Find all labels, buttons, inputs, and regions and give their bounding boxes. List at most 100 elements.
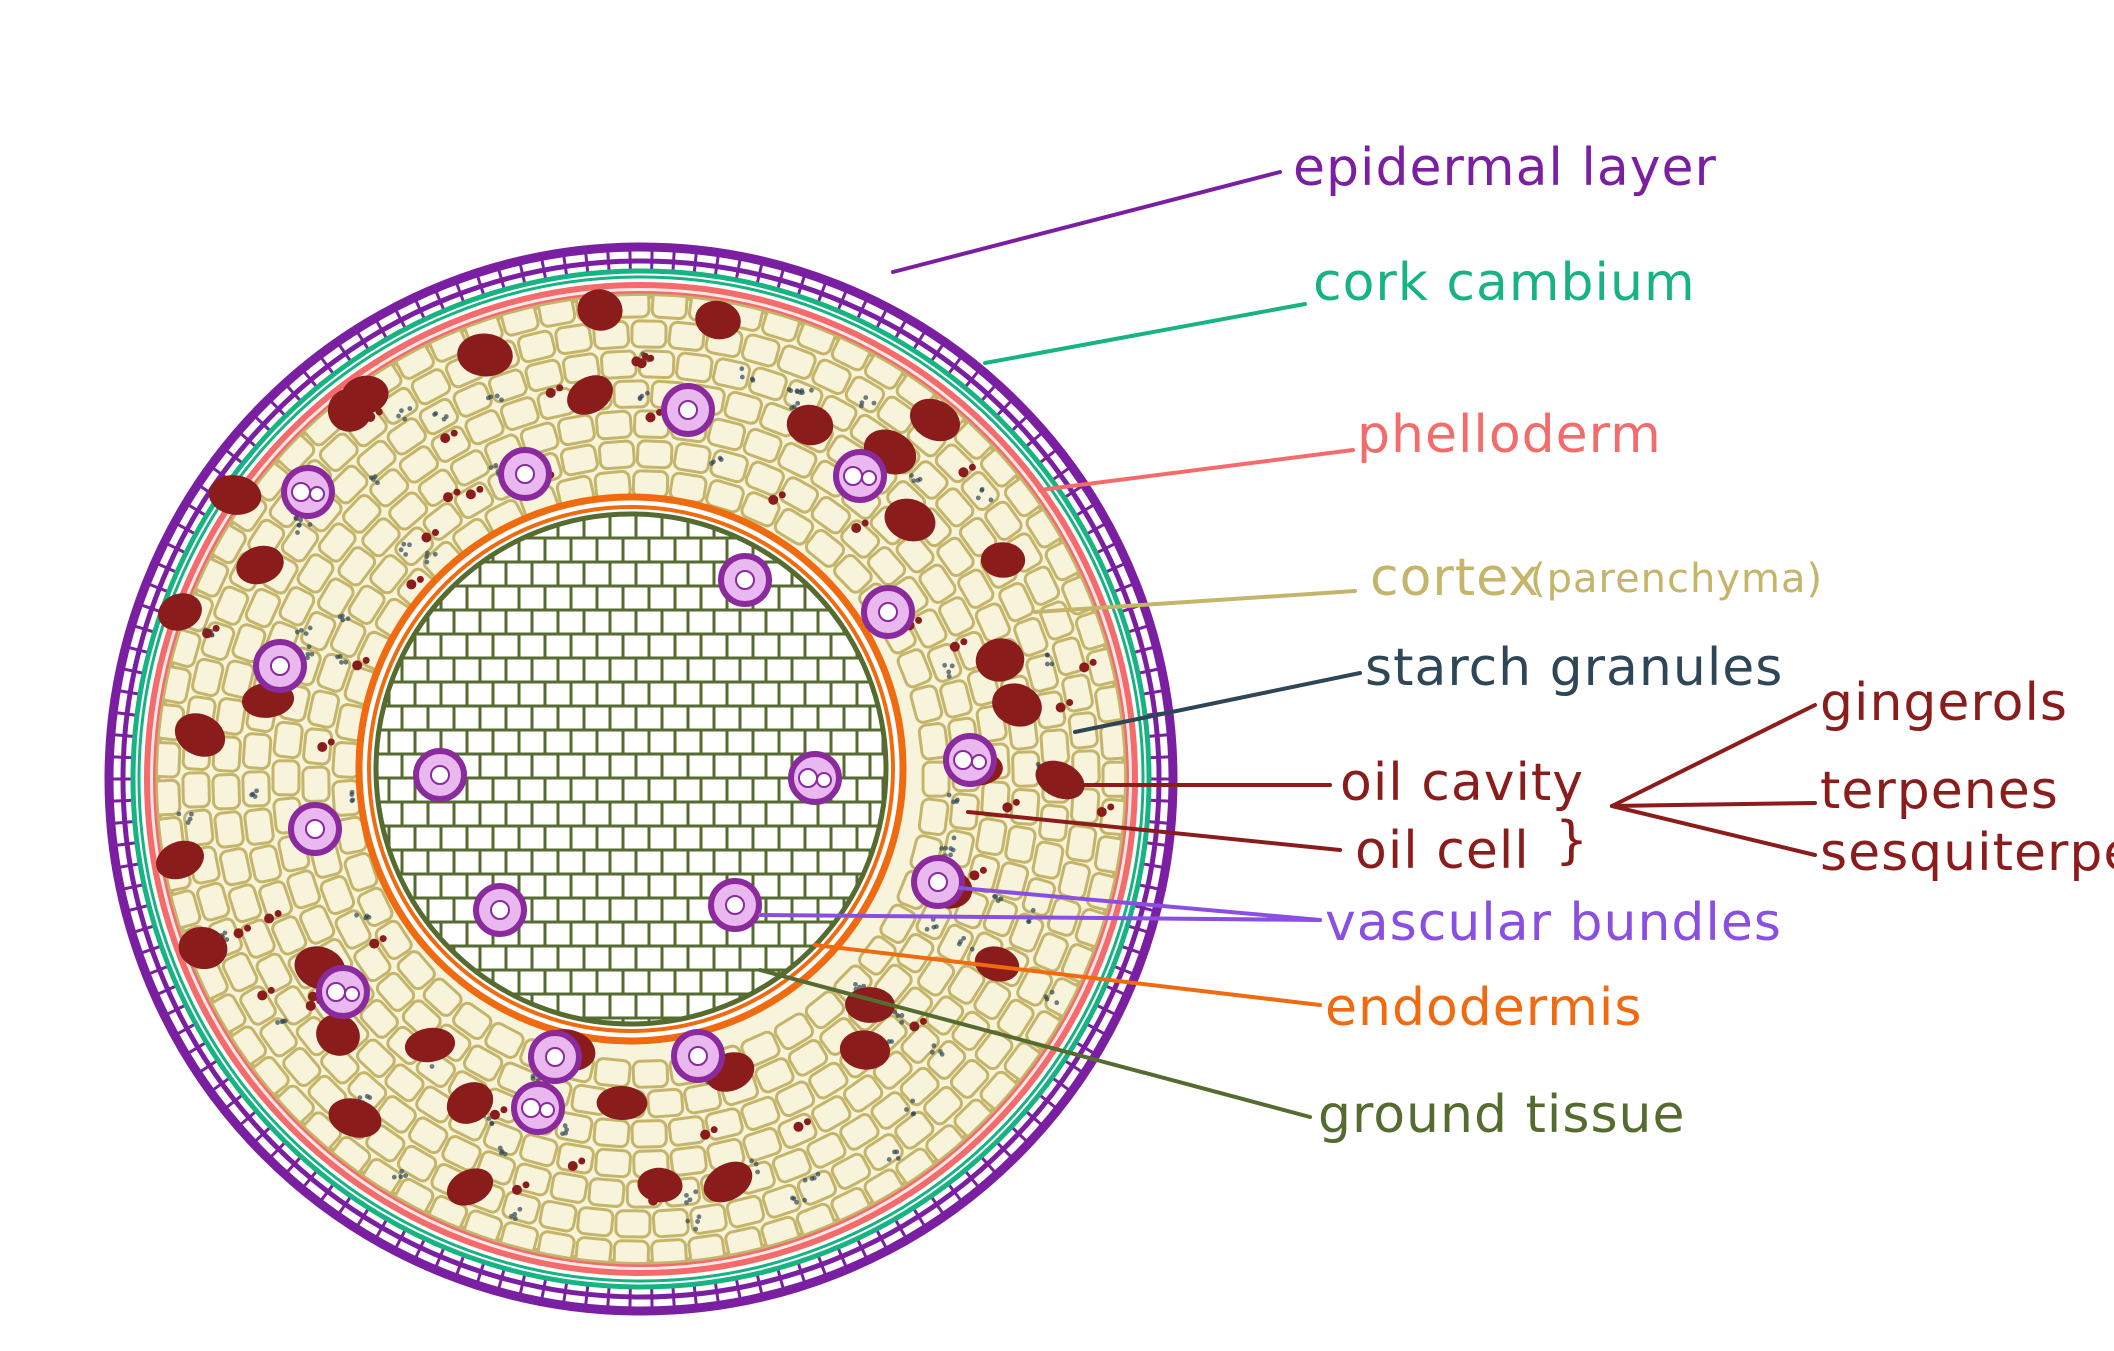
leader-cork-cambium [983,302,1307,365]
cortex-cell [594,1147,632,1179]
epidermal-cell-wall [1024,430,1045,449]
oil-cell [500,1106,508,1114]
oil-cell [556,384,564,392]
epidermal-cell-wall [120,883,145,892]
cortex-cell [650,1238,688,1262]
epidermal-cell-wall [713,252,721,277]
epidermal-cell-wall [209,1076,231,1093]
cortex-cell [183,808,215,847]
vascular-bundle-core [521,1098,541,1118]
starch-granule [951,799,956,805]
cortex-cell [307,689,341,729]
cortex-cell [894,1110,935,1150]
cortex-cell [356,439,397,479]
starch-granule [305,651,311,657]
cortex-cell [839,1113,880,1151]
starch-granule [1026,919,1032,924]
epidermal-cell-wall [454,279,466,304]
cork-cambium-layer [130,268,1152,1290]
oil-cavity [328,1098,382,1138]
epidermal-cell-wall [267,397,287,418]
epidermal-cell-wall [1085,1022,1108,1037]
oil-cavity [174,713,226,757]
cortex-cell [375,971,416,1012]
epidermal-cell-wall [929,1195,946,1217]
epidermal-cell-wall [373,1218,389,1241]
cortex-cell [559,443,599,477]
epidermal-cell-wall [237,430,258,449]
starch-granule [1035,761,1041,767]
epidermal-cell-wall [223,1093,244,1111]
cortex-cell [487,368,528,404]
oil-cell [960,638,968,646]
starch-granule [391,1174,397,1180]
starch-granule [1044,661,1050,667]
epidermal-cell-wall [561,252,569,277]
vascular-bundle-core [270,656,290,676]
epidermal-cell-wall [318,354,336,376]
cortex-cell [973,979,1012,1021]
starch-granule [497,1145,503,1151]
starch-granule [911,478,917,484]
vascular-bundle-core [928,872,948,892]
oil-cell [267,986,275,994]
epidermal-cell-wall [223,447,244,465]
starch-granule [407,542,412,548]
cortex-cell [441,1135,482,1172]
cortex-cell [453,481,495,520]
epidermal-cell-wall [606,1285,611,1311]
epidermal-cell-wall [855,1238,869,1262]
cortex-cell [280,522,320,563]
starch-granule [488,465,494,471]
epidermal-cell-wall [1147,732,1172,738]
cortex-cell [614,1209,652,1239]
starch-granule [685,1218,691,1224]
epidermal-cell-wall [1095,1003,1119,1017]
starch-granule [939,1051,945,1057]
label-starch-granules: starch granules [1365,638,1783,698]
oil-cell [919,1017,927,1025]
cortex-cell [744,460,785,497]
cortex-cell [396,950,436,991]
oil-cell [641,352,649,360]
cortex-cell [554,323,593,356]
cortex-cell [811,1095,852,1133]
starch-granule [512,1216,518,1222]
starch-granule [717,455,723,461]
cortex-cell [549,1171,589,1204]
epidermal-cell-wall [433,287,446,312]
epidermal-cell-wall [755,260,764,285]
cortex-cell [1061,673,1094,713]
label-sesquiterpenes: sesquiterpenes [1820,823,2114,883]
epidermal-cell-wall [1051,1076,1073,1093]
oil-cell [700,1129,711,1140]
starch-granule [749,1158,754,1164]
oil-cell [909,1021,920,1032]
cortex-cell [1051,636,1086,677]
oil-cell [1055,702,1066,713]
epidermal-cell-wall [354,329,371,351]
oil-cell [327,738,335,746]
oil-cavity [567,375,613,415]
leader-oil-cell [966,810,1342,852]
starch-granule [958,939,963,944]
cortex-cell [576,1206,615,1238]
cortex-cell [1033,932,1069,973]
starch-granule [368,475,374,481]
cortex-cell [319,875,356,916]
cortex-cell [1057,860,1091,901]
cortex-cell [274,985,313,1026]
starch-granule [969,946,975,952]
label-epidermal-layer: epidermal layer [1293,138,1717,198]
cortex-cell [408,1116,449,1155]
oil-cell [440,433,451,444]
epidermal-cell-wall [836,287,849,312]
cortex-cell [936,536,975,578]
starch-granule [363,915,369,921]
starch-granule [802,1197,808,1203]
cortex-cell [317,522,357,563]
epidermal-cell-wall [336,1195,353,1217]
epidermal-cell-wall [1010,1125,1030,1145]
cortex-cell [158,778,182,817]
